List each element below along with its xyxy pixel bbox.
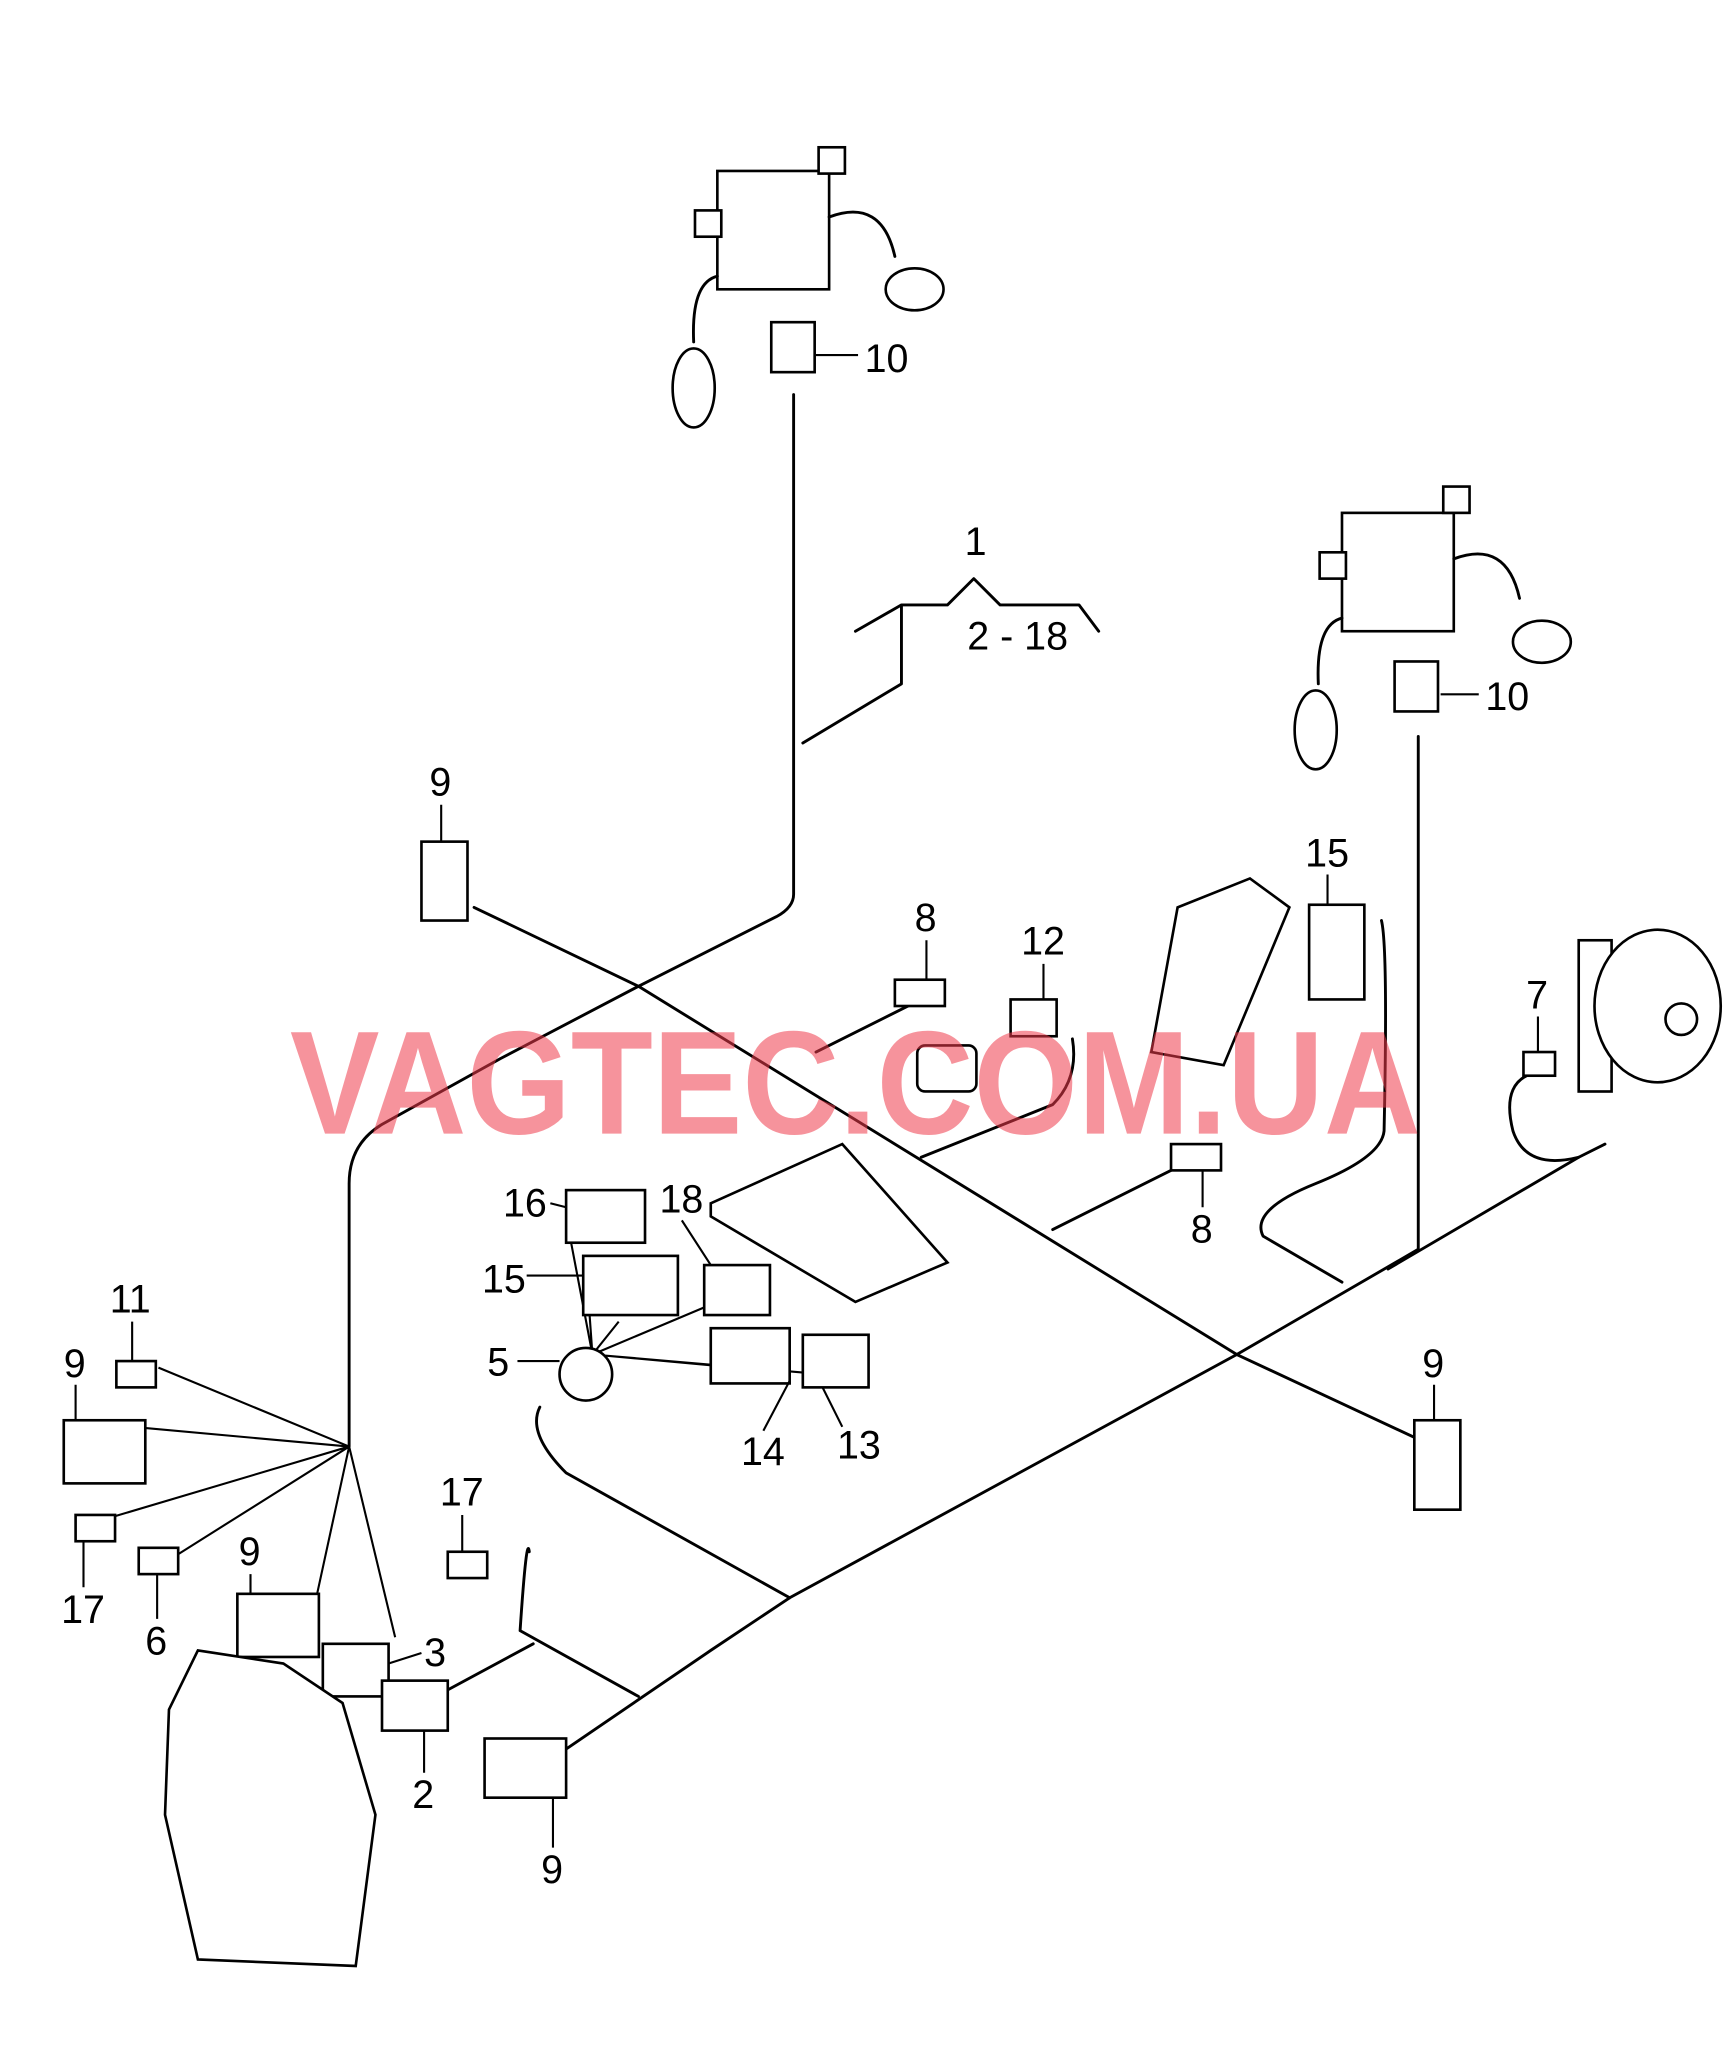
callout-11: 11 xyxy=(110,1277,151,1321)
switch xyxy=(915,1044,978,1093)
callout-7: 7 xyxy=(1526,974,1548,1018)
connector-6 xyxy=(137,1546,180,1576)
callout-5: 5 xyxy=(487,1341,509,1385)
connector-15 xyxy=(1307,903,1366,1001)
callout-10: 10 xyxy=(1485,675,1529,719)
connector-13 xyxy=(801,1333,870,1389)
horn xyxy=(1577,928,1723,1093)
antenna-module-right xyxy=(1293,485,1573,771)
callout-15: 15 xyxy=(1305,832,1349,876)
callout-17: 17 xyxy=(440,1471,484,1515)
connector-14 xyxy=(709,1326,791,1385)
connector-8 xyxy=(893,978,947,1008)
connector-9 xyxy=(420,840,469,922)
callout-9: 9 xyxy=(239,1530,261,1574)
connector-9c xyxy=(1413,1418,1462,1511)
antenna-module-top xyxy=(671,145,945,429)
callout-18: 18 xyxy=(659,1177,703,1221)
fuse-relay-carrier xyxy=(163,1648,377,1968)
watermark: VAGTEC.COM.UA xyxy=(290,1002,1421,1166)
connector-7 xyxy=(1522,1050,1557,1078)
control-unit xyxy=(1149,876,1292,1067)
connector-9b xyxy=(62,1418,147,1485)
connector-17a xyxy=(446,1550,489,1580)
callout-8: 8 xyxy=(915,896,937,940)
connector-9d xyxy=(236,1592,321,1659)
connector-11 xyxy=(115,1359,158,1389)
connector-15b xyxy=(581,1254,680,1317)
callout-6: 6 xyxy=(145,1619,167,1663)
group-label-range: 2 - 18 xyxy=(967,615,1068,659)
callout-8: 8 xyxy=(1191,1208,1213,1252)
callout-9: 9 xyxy=(541,1848,563,1892)
grommet-5 xyxy=(558,1346,614,1402)
callout-16: 16 xyxy=(503,1181,547,1225)
connector-12 xyxy=(1009,998,1058,1038)
callout-9: 9 xyxy=(1422,1342,1444,1386)
callout-13: 13 xyxy=(837,1423,881,1467)
connector-9e xyxy=(483,1737,568,1799)
callout-2: 2 xyxy=(412,1773,434,1817)
callout-14: 14 xyxy=(741,1430,785,1474)
callout-9: 9 xyxy=(429,761,451,805)
connector-17b xyxy=(74,1513,117,1543)
callout-12: 12 xyxy=(1021,920,1065,964)
connector-18 xyxy=(702,1263,772,1317)
harness-wires xyxy=(105,393,1607,1751)
group-label-main: 1 xyxy=(965,520,987,564)
connector-8b xyxy=(1169,1142,1223,1172)
leader-lines xyxy=(74,354,1539,1848)
connector-3 xyxy=(321,1642,390,1698)
callout-17: 17 xyxy=(61,1588,105,1632)
relay-box xyxy=(709,1142,950,1304)
connector-2 xyxy=(380,1679,450,1732)
callout-10: 10 xyxy=(865,337,909,381)
callout-labels: 10 10 9 8 12 15 7 16 18 15 8 11 9 5 9 14… xyxy=(61,337,1548,1892)
callout-15: 15 xyxy=(482,1258,526,1302)
components xyxy=(62,145,1723,1968)
connector-16 xyxy=(564,1188,647,1245)
callout-9: 9 xyxy=(64,1342,86,1386)
callout-3: 3 xyxy=(424,1631,446,1675)
